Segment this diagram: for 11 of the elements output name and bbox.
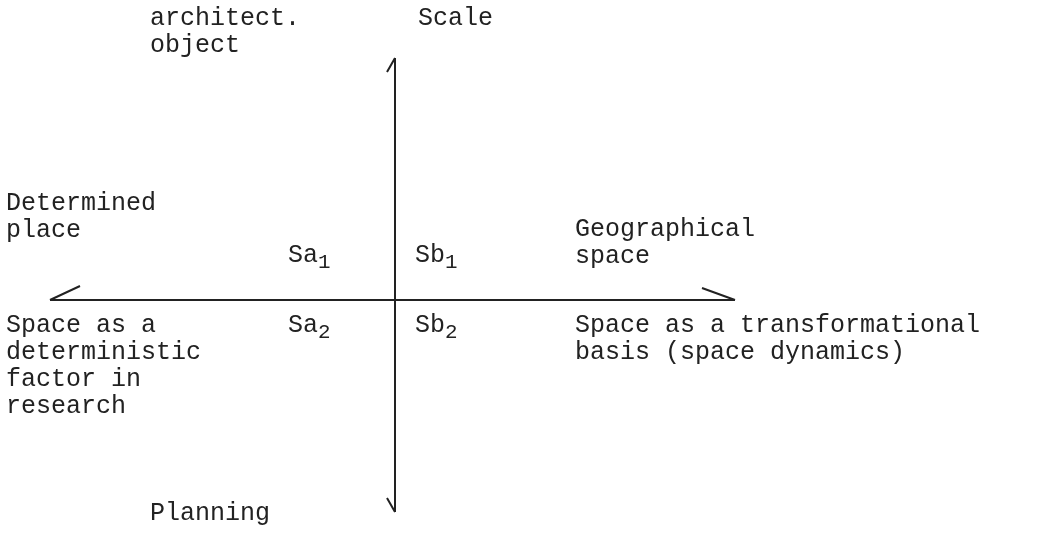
axis-label: Determined place bbox=[6, 190, 158, 244]
axis-label: Sb$_{2}$ bbox=[415, 312, 459, 346]
axis-label: Sa$_{2}$ bbox=[288, 312, 332, 346]
axis-label: Sa$_{1}$ bbox=[288, 242, 332, 276]
axis-label: architect. object bbox=[150, 5, 302, 59]
axis-label: Scale bbox=[418, 5, 494, 32]
axis-label: Geographical space bbox=[575, 216, 757, 270]
axis-label: Space as a transformational basis (space dynamics) bbox=[575, 312, 982, 366]
axis-label: Space as a deterministic factor in research bbox=[6, 312, 203, 420]
axis-label: Sb$_{1}$ bbox=[415, 242, 459, 276]
axis-label: Planning bbox=[150, 500, 272, 527]
